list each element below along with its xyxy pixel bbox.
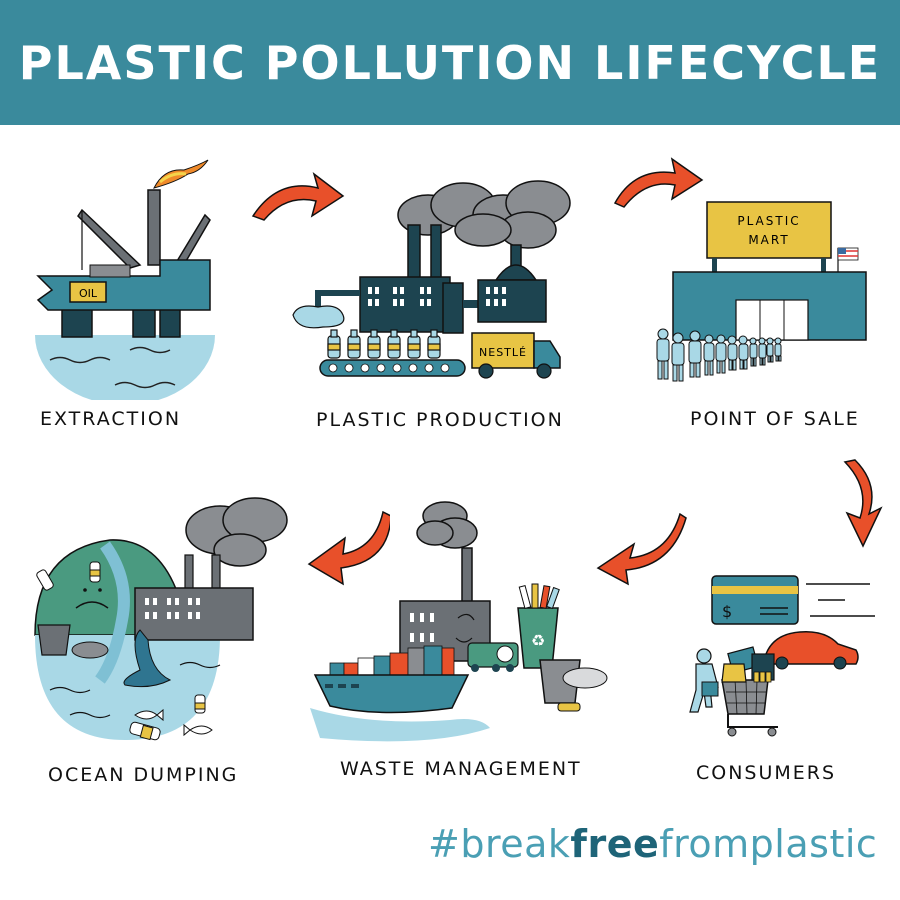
stage-plastic-production: NESTLÉ PLASTIC PRODUCTION [288,175,578,440]
hashtag-bold: free [570,822,660,866]
stage-label-point-of-sale: POINT OF SALE [690,408,860,430]
hashtag-footer: #breakfreefromplastic [428,822,877,866]
arrow-down-icon [843,459,883,548]
shopping-illustration: $ [689,575,875,737]
stage-label-ocean-dumping: OCEAN DUMPING [48,764,239,786]
hashtag-prefix: #break [428,822,571,866]
arrow-left-icon [596,512,687,586]
truck-brand-text: NESTLÉ [479,346,527,359]
arrow-left-icon [307,510,390,586]
stage-extraction: OIL EXTRACTION [30,150,230,440]
stage-ocean-dumping: OCEAN DUMPING [30,490,300,800]
card-dollar-symbol: $ [722,602,732,621]
header-banner: PLASTIC POLLUTION LIFECYCLE [0,0,900,125]
recycle-icon: ♻ [531,631,545,650]
stage-label-plastic-production: PLASTIC PRODUCTION [316,409,564,431]
arrow-right-icon [251,172,345,221]
stage-consumers: $ CONSUMERS [660,572,900,792]
page-title: PLASTIC POLLUTION LIFECYCLE [18,35,882,90]
stage-label-waste-management: WASTE MANAGEMENT [340,758,582,780]
store-illustration: PLASTIC MART [656,201,867,382]
stage-point-of-sale: PLASTIC MART POINT OF SALE [650,200,890,440]
store-sign-line2: MART [748,233,789,247]
oil-rig-illustration: OIL [35,159,215,400]
arrow-right-icon [613,157,704,208]
store-sign-line1: PLASTIC [737,214,800,228]
factory-illustration: NESTLÉ [292,180,571,379]
oil-sign-text: OIL [79,287,98,300]
stage-waste-management: ♻ WASTE MANAGEMENT [300,498,630,798]
waste-facility-illustration: ♻ [310,501,608,742]
stage-label-extraction: EXTRACTION [40,408,182,430]
stage-label-consumers: CONSUMERS [696,762,837,784]
ocean-dumping-illustration [34,497,288,741]
hashtag-suffix: fromplastic [659,822,878,866]
